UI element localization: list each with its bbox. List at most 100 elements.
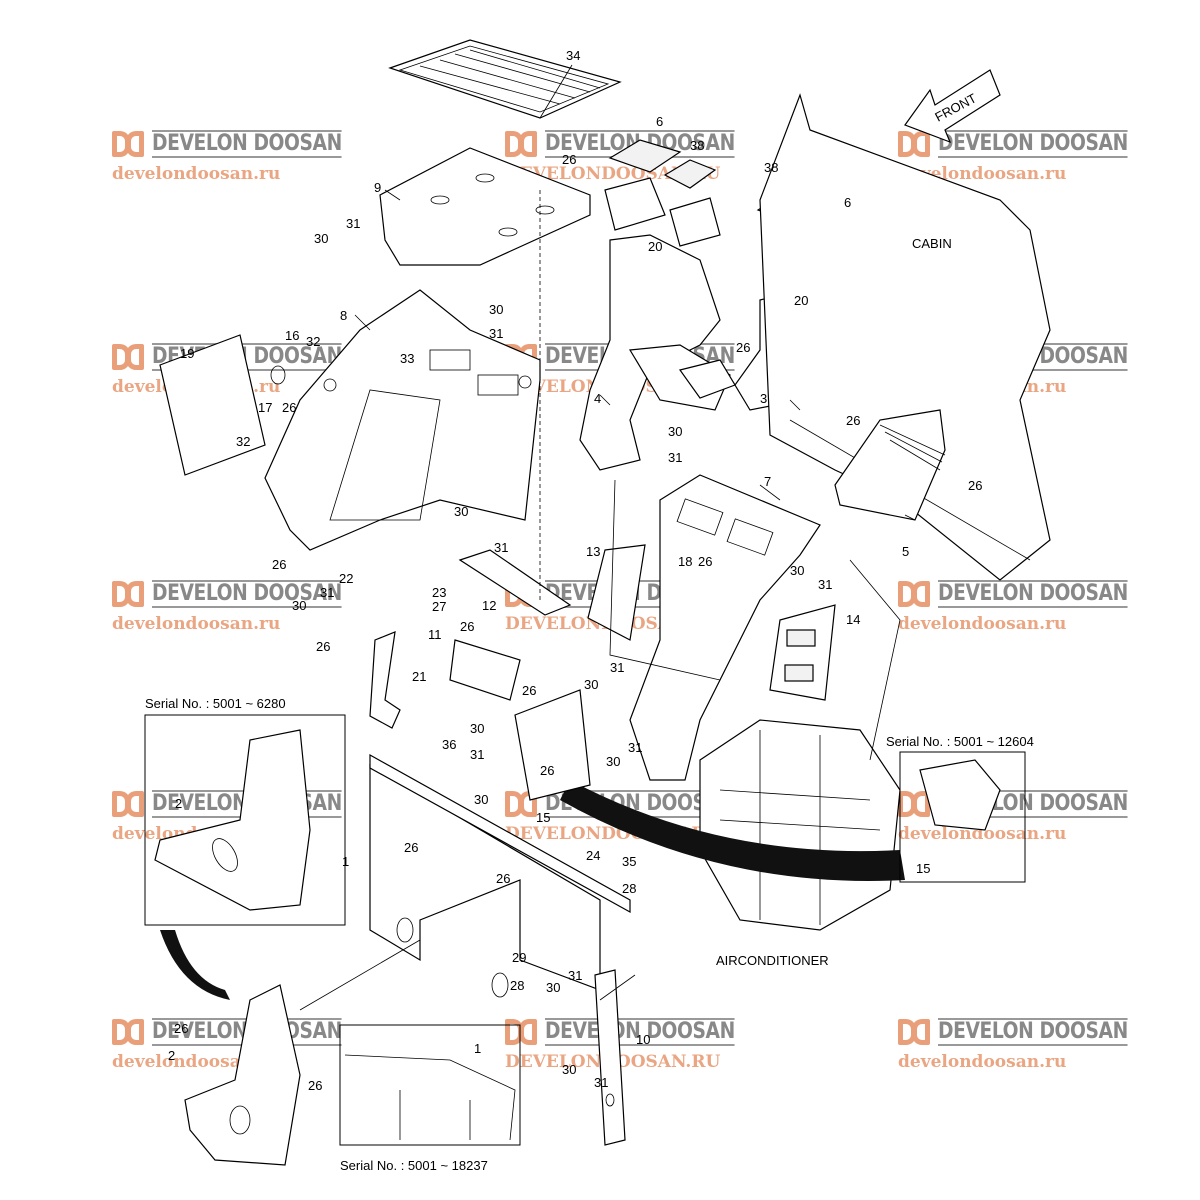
callout: 35 (622, 854, 636, 869)
callout: 31 (320, 585, 334, 600)
callout: 26 (174, 1021, 188, 1036)
callout: 38 (690, 138, 704, 153)
callout: 2 (168, 1048, 175, 1063)
callout: 30 (474, 792, 488, 807)
callout: 31 (346, 216, 360, 231)
cabin-label: CABIN (912, 236, 952, 251)
callout: 1 (474, 1041, 481, 1056)
air-conditioner-unit (560, 719, 905, 931)
callout: 33 (400, 351, 414, 366)
callout: 26 (496, 871, 510, 886)
callout: 15 (916, 861, 930, 876)
callout: 31 (470, 747, 484, 762)
inset-panel-serial-18237 (339, 1024, 521, 1146)
callout: 26 (540, 763, 554, 778)
callout-labels: 34 6 38 26 9 38 6 31 30 20 20 30 8 16 32… (168, 48, 982, 1093)
airconditioner-label: AIRCONDITIONER (716, 953, 829, 968)
callout: 31 (610, 660, 624, 675)
callout: 2 (175, 796, 182, 811)
callout: 21 (412, 669, 426, 684)
callout: 22 (339, 571, 353, 586)
inset-duct-serial-6280 (144, 714, 346, 1000)
part-9-upper-cover (379, 147, 591, 266)
part-14-control-panel (769, 604, 836, 701)
callout: 30 (668, 424, 682, 439)
part-21-hose (369, 631, 401, 729)
part-34-floor-tray (388, 39, 622, 119)
callout: 26 (968, 478, 982, 493)
callout: 36 (442, 737, 456, 752)
callout: 11 (428, 627, 442, 642)
callout: 7 (764, 474, 771, 489)
callout: 30 (489, 302, 503, 317)
serial-note-6280: Serial No. : 5001 ~ 6280 (145, 696, 286, 711)
part-10-bracket (594, 969, 626, 1146)
callout: 9 (374, 180, 381, 195)
callout: 26 (562, 152, 576, 167)
callout: 32 (236, 434, 250, 449)
callout: 31 (628, 740, 642, 755)
part-12-bracket (458, 549, 572, 616)
callout: 17 (258, 400, 272, 415)
callout: 34 (566, 48, 580, 63)
serial-note-18237: Serial No. : 5001 ~ 18237 (340, 1158, 488, 1173)
callout: 30 (454, 504, 468, 519)
callout: 24 (586, 848, 600, 863)
part-7-center-console (629, 474, 821, 781)
leader-lines (299, 64, 916, 1011)
part-11-bracket (449, 639, 521, 701)
part-8-side-panel (264, 289, 541, 551)
callout: 31 (489, 326, 503, 341)
callout: 26 (272, 557, 286, 572)
callout: 31 (594, 1075, 608, 1090)
callout: 26 (736, 340, 750, 355)
callout: 30 (790, 563, 804, 578)
serial-note-12604: Serial No. : 5001 ~ 12604 (886, 734, 1034, 749)
part-4-left-duct (579, 234, 736, 471)
callout: 30 (584, 677, 598, 692)
part-2-lower-duct (184, 984, 301, 1166)
callout: 31 (568, 968, 582, 983)
callout: 31 (494, 540, 508, 555)
cabin-rear-wall (759, 93, 1051, 581)
part-1-front-panel (369, 753, 631, 998)
callout: 1 (342, 854, 349, 869)
callout: 26 (316, 639, 330, 654)
callout: 8 (340, 308, 347, 323)
callout: 6 (656, 114, 663, 129)
callout: 4 (594, 391, 601, 406)
callout: 26 (698, 554, 712, 569)
callout: 20 (648, 239, 662, 254)
front-arrow: FRONT (904, 69, 1001, 144)
callout: 12 (482, 598, 496, 613)
callout: 26 (846, 413, 860, 428)
callout: 6 (844, 195, 851, 210)
callout: 29 (512, 950, 526, 965)
callout: 15 (536, 810, 550, 825)
callout: 20 (794, 293, 808, 308)
callout: 30 (470, 721, 484, 736)
callout: 13 (586, 544, 600, 559)
callout: 30 (292, 598, 306, 613)
callout: 32 (306, 334, 320, 349)
callout: 31 (668, 450, 682, 465)
part-19-side-cover (159, 334, 286, 476)
callout: 28 (510, 978, 524, 993)
callout: 26 (308, 1078, 322, 1093)
part-5-duct (834, 409, 946, 521)
callout: 26 (460, 619, 474, 634)
callout: 30 (562, 1062, 576, 1077)
callout: 18 (678, 554, 692, 569)
callout: 3 (760, 391, 767, 406)
part-15-bracket (514, 689, 591, 801)
callout: 26 (404, 840, 418, 855)
callout: 27 (432, 599, 446, 614)
part-13-cover-plate (587, 544, 646, 641)
callout: 31 (818, 577, 832, 592)
callout: 14 (846, 612, 860, 627)
callout: 16 (285, 328, 299, 343)
inset-bracket-serial-12604 (899, 751, 1026, 883)
callout: 28 (622, 881, 636, 896)
callout: 30 (606, 754, 620, 769)
callout: 23 (432, 585, 446, 600)
